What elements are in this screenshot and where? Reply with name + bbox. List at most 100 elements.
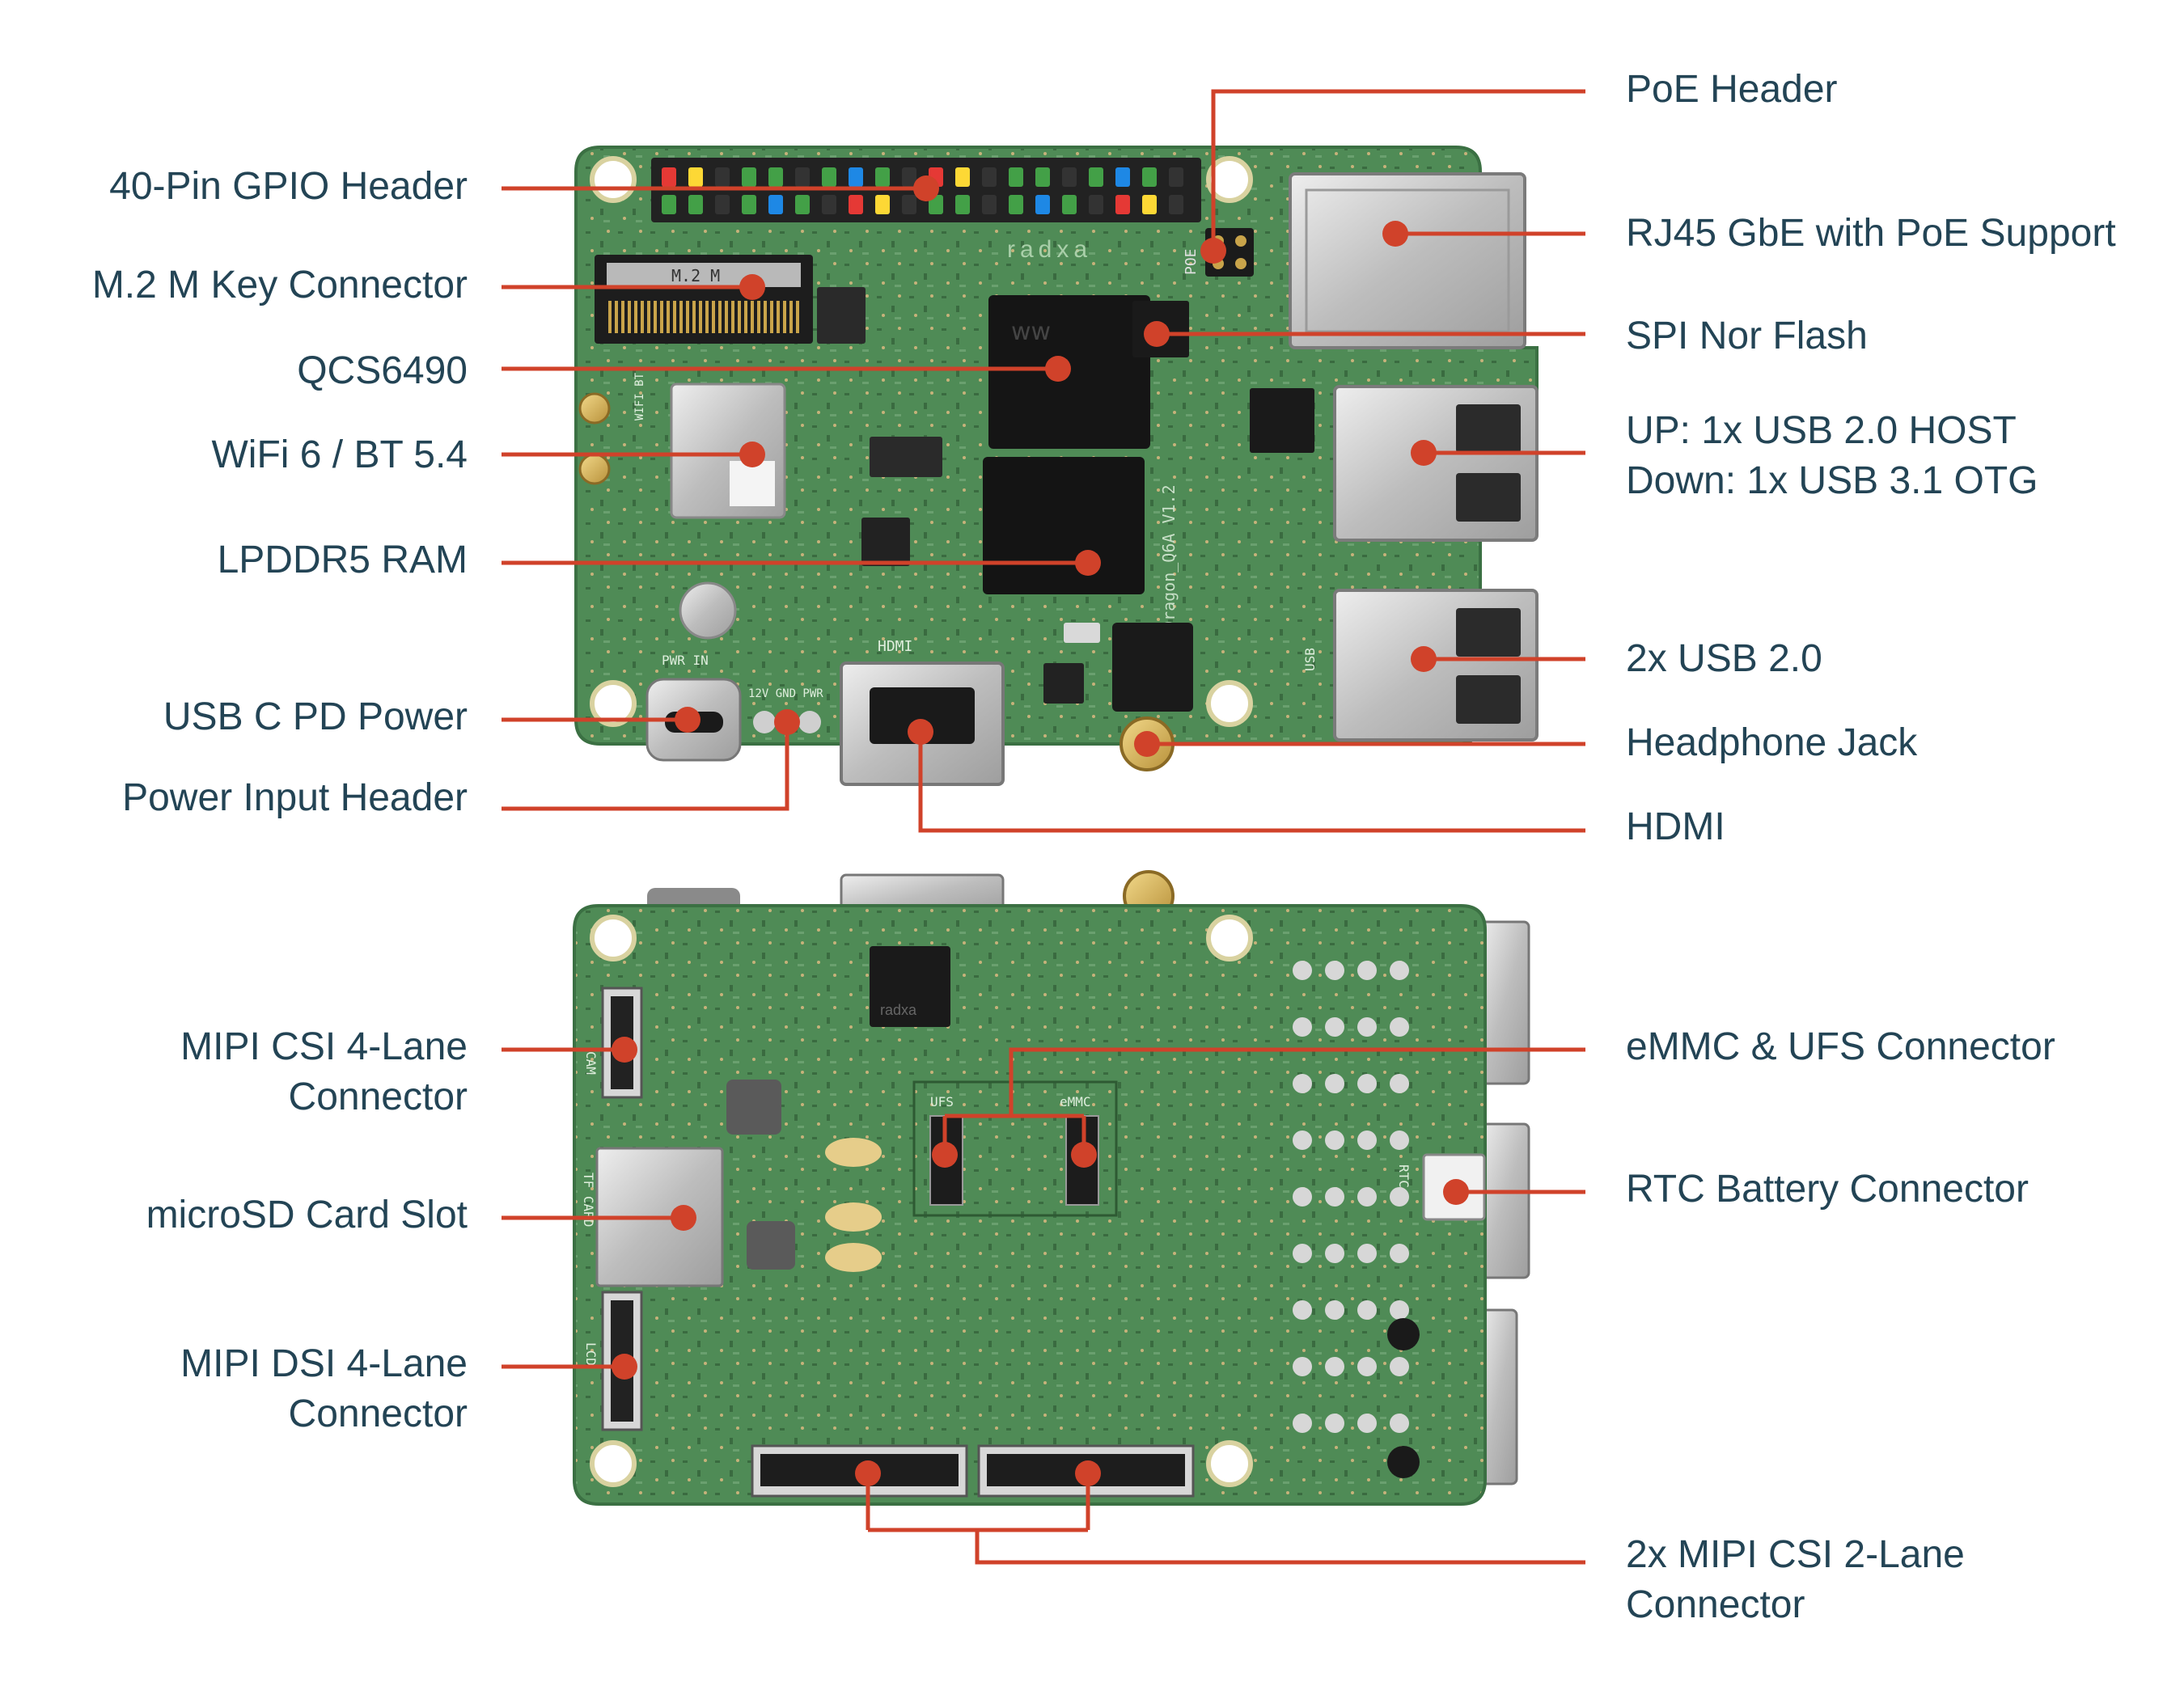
label-lpddr5: LPDDR5 RAM [217,539,468,581]
gpio-pin [688,167,703,187]
m2-pin [777,301,780,333]
solder-pad [1390,1357,1409,1376]
silk-emmc: eMMC [1060,1094,1091,1109]
solder-pad [1325,1017,1344,1037]
solder-pad [1325,1357,1344,1376]
lpddr5-ram [983,457,1145,594]
usb-stack-upper [1333,385,1539,542]
m2-pin [712,301,715,333]
leader-dot-emmc-r [1071,1142,1097,1168]
label-csi4-line1: MIPI CSI 4-Lane [180,1025,468,1068]
solder-pad [1390,1244,1409,1263]
m2-pin [757,301,760,333]
gpio-pin [795,167,810,187]
gpio-pin [768,195,783,214]
label-qcs6490: QCS6490 [297,349,468,392]
label-usb-down: Down: 1x USB 3.1 OTG [1626,459,2038,502]
solder-pad [1293,1187,1312,1207]
gpio-pin [1009,167,1023,187]
gpio-pin [875,195,890,214]
solder-pad [1390,961,1409,980]
gpio-pin [822,195,836,214]
gpio-pin [982,167,997,187]
leader-dot-headphone [1134,731,1160,757]
leader-lines [502,89,1585,1565]
leader-dot-hdmi [908,719,933,745]
m2-pin [647,301,650,333]
gpio-pin [1169,195,1183,214]
silk-poe: POE [1183,248,1200,275]
solder-pad [1325,961,1344,980]
solder-pad [1293,1074,1312,1093]
leader-dot-usb-up [1411,440,1437,466]
solder-pad [1325,1300,1344,1320]
solder-pad [1293,1414,1312,1433]
m2-pin [770,301,773,333]
silk-hdmi: HDMI [878,638,912,655]
solder-pad [1293,1017,1312,1037]
mounting-holes-bottom [590,915,1253,1487]
solder-pad [1293,961,1312,980]
silk-brand: radxa [1007,236,1092,263]
solder-pad [1325,1130,1344,1150]
gpio-pin [875,167,890,187]
gpio-pin [902,195,916,214]
leader-dot-spi [1144,321,1170,347]
antenna-connectors [578,392,611,485]
solder-pad [1390,1187,1409,1207]
label-spi: SPI Nor Flash [1626,315,1868,357]
label-rtc: RTC Battery Connector [1626,1168,2029,1211]
label-usb-up: UP: 1x USB 2.0 HOST [1626,409,2017,452]
leader-dot-gpio [913,175,939,201]
button-2 [1387,1446,1420,1478]
m2-pin [679,301,683,333]
m2-pin [764,301,767,333]
gpio-pin [902,167,916,187]
silk-m2: M.2 M [671,266,720,285]
solder-pad [1293,1357,1312,1376]
gpio-pin [955,195,970,214]
m2-pin [608,301,612,333]
mounting-holes-top [590,156,1253,727]
solder-pad [1390,1017,1409,1037]
leader-dot-dsi [612,1354,637,1380]
silk-ufs: UFS [930,1094,954,1109]
solder-pad [1325,1244,1344,1263]
silk-usb: USB [1302,648,1318,671]
gpio-pin [1062,167,1077,187]
solder-pad [1357,1300,1377,1320]
small-ics-top [817,287,1314,704]
gpio-pin [849,195,863,214]
label-power-header: Power Input Header [122,776,468,819]
label-emmc-ufs: eMMC & UFS Connector [1626,1025,2055,1068]
m2-pin [634,301,637,333]
label-rj45: RJ45 GbE with PoE Support [1626,212,2116,255]
gpio-pin [849,167,863,187]
gpio-pin [662,167,676,187]
silk-model: Dragon_Q6A V1.2 [1159,484,1179,631]
m2-pin [738,301,741,333]
leader-line-hdmi [918,732,1585,833]
gpio-pin [982,195,997,214]
label-csi2-line2: Connector [1626,1583,1805,1626]
label-wifi: WiFi 6 / BT 5.4 [211,433,468,476]
solder-pad [1390,1414,1409,1433]
m2-pin [751,301,754,333]
solder-pad [1357,1017,1377,1037]
gpio-pin [1062,195,1077,214]
label-gpio: 40-Pin GPIO Header [109,165,468,208]
leader-dot-rtc [1443,1179,1469,1205]
m2-pin [628,301,631,333]
leader-dot-wifi [739,442,765,467]
silk-wifi: WIFI BT [633,372,646,420]
leader-dot-pwr-hdr [774,709,800,735]
usb-edge-1 [1479,920,1530,1085]
gpio-pin [1142,195,1157,214]
leader-dot-usbc [675,707,700,733]
gpio-pin [1089,167,1103,187]
solder-pad [1293,1300,1312,1320]
label-poe: PoE Header [1626,68,1838,111]
label-headphone: Headphone Jack [1626,721,1918,764]
solder-pad [1357,961,1377,980]
